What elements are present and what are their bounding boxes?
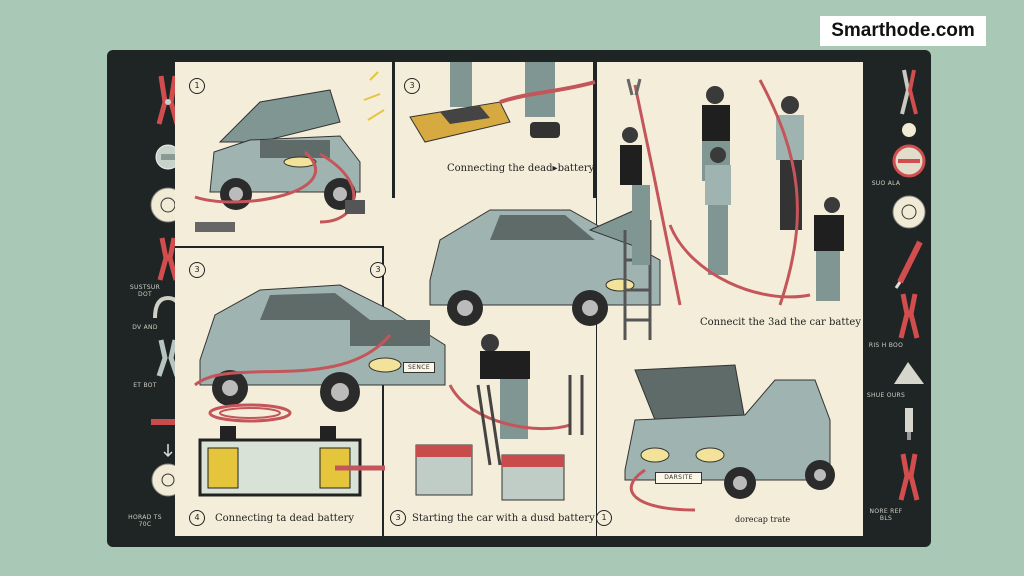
caption-starting-car: Starting the car with a dusd battery — [412, 513, 595, 524]
left-caption-3: ET BOT — [133, 382, 157, 389]
dead-battery-illustration — [198, 426, 385, 497]
caption-dorecap-trate: dorecap trate — [735, 515, 791, 524]
spark-lightning-icon — [363, 71, 385, 121]
person-stepping-on-battery-illustration — [409, 62, 596, 143]
caption-connecting-dead-battery-2: Connecting ta dead battery — [215, 513, 355, 524]
right-caption-1: SUO ALA — [871, 180, 901, 187]
right-tool-sidebar: SUO ALA RIS H BOO SHUE OURS NORE REF BLS — [863, 62, 926, 536]
right-caption-3: SHUE OURS — [866, 392, 906, 399]
car-front-hood-open-illustration — [624, 364, 835, 512]
site-badge: Smarthode.com — [820, 16, 986, 46]
step-number-7: 1 — [596, 510, 612, 526]
left-caption-2: DV AND — [132, 324, 158, 331]
step-number-3: 3 — [189, 262, 205, 278]
caption-connect-car-battery: Connecit the 3ad the car battey — [700, 317, 861, 328]
license-plate-tag: DARSITE — [655, 472, 702, 484]
people-holding-cables-illustration — [620, 78, 844, 306]
left-caption-1: SUSTSUR DOT — [129, 284, 161, 298]
left-caption-4: HORAD TS 70C — [128, 514, 162, 528]
car-with-ladder-illustration — [429, 209, 661, 340]
step-number-6: 3 — [390, 510, 406, 526]
plate-tag-small: SENCE — [403, 362, 435, 373]
step-number-5: 4 — [189, 510, 205, 526]
caption-connecting-dead-battery: Connecting the dead▸battery — [447, 163, 595, 174]
car-with-jumper-cables-illustration — [194, 284, 446, 423]
right-caption-2: RIS H BOO — [868, 342, 904, 349]
car-hood-open-illustration — [194, 89, 365, 232]
person-with-batteries-illustration — [415, 334, 584, 501]
left-tool-sidebar: SUSTSUR DOT DV AND ET BOT HORAD TS 70C — [122, 62, 187, 536]
step-number-2: 3 — [404, 78, 420, 94]
right-caption-4: NORE REF BLS — [869, 508, 903, 522]
step-number-1: 1 — [189, 78, 205, 94]
step-number-4: 3 — [370, 262, 386, 278]
